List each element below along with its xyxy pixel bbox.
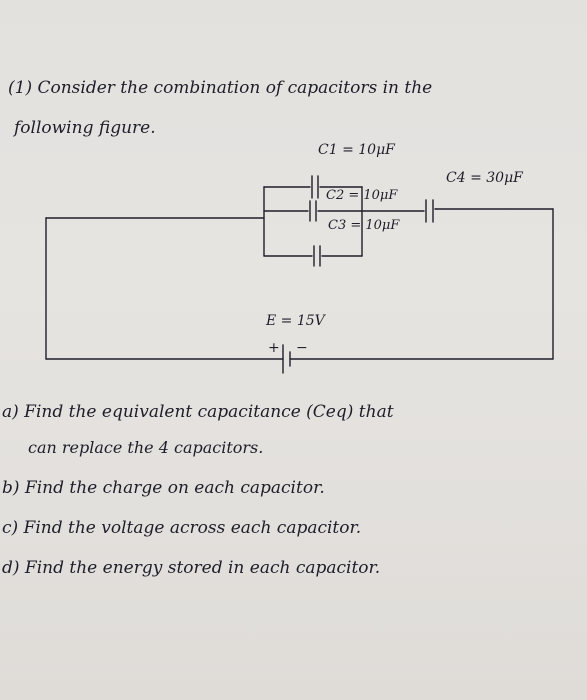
problem-intro-line2: following figure.	[14, 118, 156, 138]
c1-label: C1 = 10μF	[318, 142, 395, 158]
question-a-line1: a) Find the equivalent capacitance (Ceq)…	[2, 402, 394, 422]
question-c: c) Find the voltage across each capacito…	[2, 518, 362, 538]
question-b: b) Find the charge on each capacitor.	[2, 478, 325, 498]
battery-minus-sign: −	[296, 340, 308, 356]
question-a-line2: can replace the 4 capacitors.	[28, 438, 264, 457]
question-d: d) Find the energy stored in each capaci…	[2, 558, 381, 578]
c4-label: C4 = 30μF	[446, 170, 523, 186]
c3-label: C3 = 10μF	[328, 218, 400, 233]
c2-label: C2 = 10μF	[326, 188, 398, 203]
problem-intro-line1: (1) Consider the combination of capacito…	[8, 78, 433, 98]
battery-plus-sign: +	[268, 340, 280, 356]
emf-label: E = 15V	[266, 313, 325, 329]
